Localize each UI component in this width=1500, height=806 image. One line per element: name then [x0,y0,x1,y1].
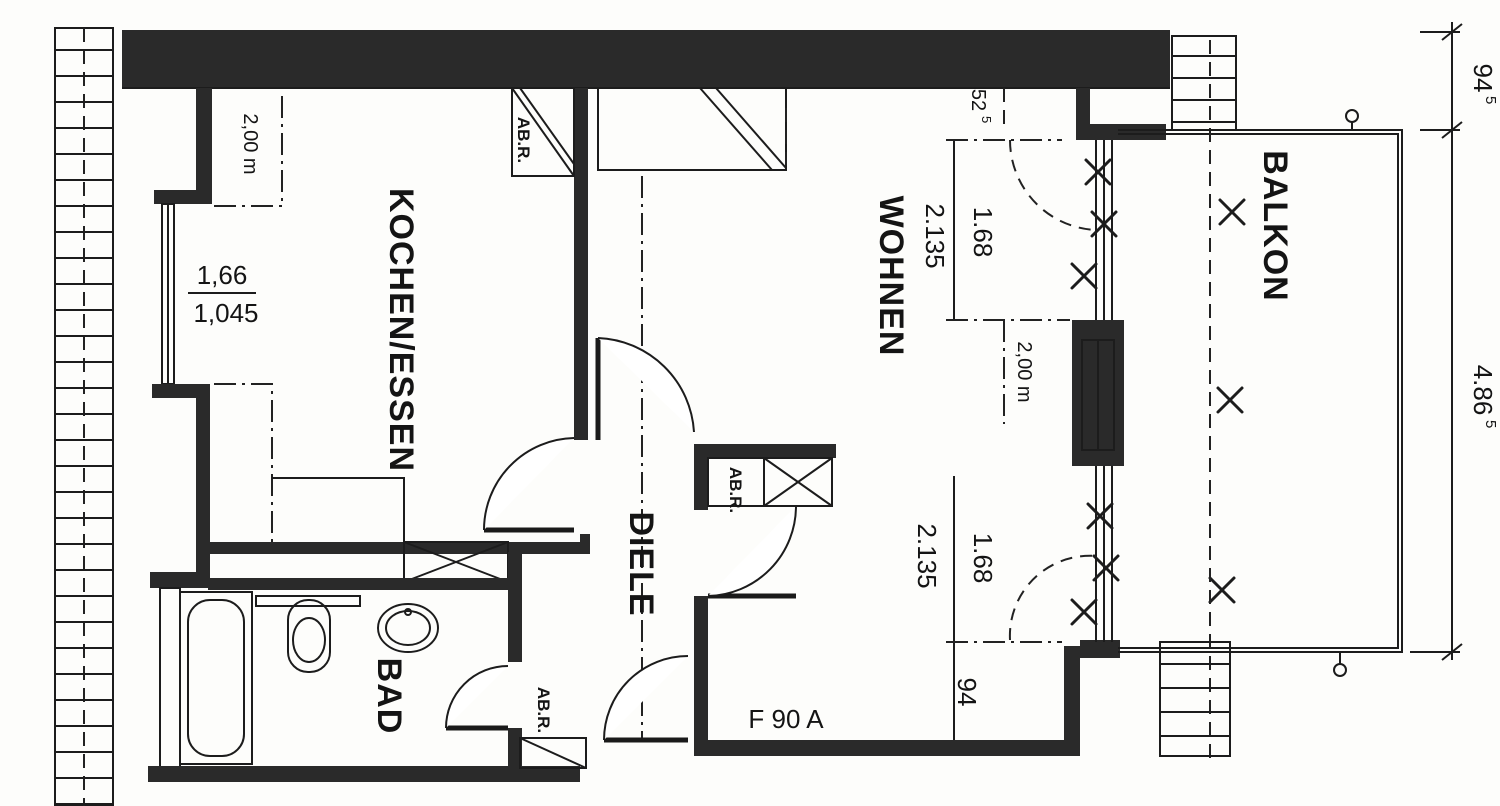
kitchen-height-marks [214,96,405,542]
kitchen-walls [152,88,588,580]
hall-walls [580,444,708,756]
room-label-diele: DIELE [622,511,660,616]
balcony-width-sup: 5 [1482,420,1499,428]
kitchen-window-sill: 1,045 [193,298,258,328]
kitchen-shaft [511,87,575,177]
fire-door-label: F 90 A [748,704,824,734]
x-mark [1084,158,1112,186]
bath-door [445,665,509,731]
living-window-lower-height: 2.135 [912,523,942,588]
x-mark [1216,386,1244,414]
living-window-lower-width: 1.68 [968,533,998,584]
kitchen-window-width: 1,66 [197,260,248,290]
living-door-swings [1008,139,1097,641]
living-room-height: 2,00 m [1013,341,1035,402]
balcony-depth-sup: 5 [1482,96,1499,104]
top-exterior-wall [122,30,1170,88]
window-x-marks [1070,158,1246,626]
x-mark [1208,576,1236,604]
balcony-width-label: 4.86 5 [1468,365,1499,429]
room-label-wohnen: WOHNEN [872,196,910,357]
left-facade-strip [54,27,114,806]
x-mark [1086,502,1114,530]
bathtub [179,591,253,765]
balcony-depth-value: 94 [1468,64,1498,93]
living-dim-lines [946,88,1070,740]
kitchen-room-height: 2,00 m [239,113,261,174]
living-walls [694,88,1166,756]
living-offset-top-value: 52 [967,89,989,111]
toilet [255,595,361,673]
hall-doors [483,337,797,743]
x-mark [1090,210,1118,238]
room-label-bad: BAD [370,658,408,735]
center-shaft-label: AB.R. [726,467,745,513]
balcony-outline [1118,40,1403,760]
bath-shaft [519,737,587,769]
right-facade-strip [1159,35,1237,757]
bath-shaft-label: AB.R. [534,687,553,733]
living-window-lower [1095,466,1113,642]
living-window-upper-height: 2.135 [920,203,950,268]
kitchen-window [167,204,175,384]
bathroom-walls [148,552,580,782]
washbasin [377,603,439,653]
x-mark [1218,198,1246,226]
balcony-width-value: 4.86 [1468,365,1498,416]
room-label-balkon: BALKON [1256,150,1294,301]
balcony-depth-label: 94 5 [1468,64,1499,105]
living-window-upper-width: 1.68 [968,207,998,258]
x-mark [1070,262,1098,290]
wardrobe [597,87,787,171]
x-mark [1070,598,1098,626]
living-offset-top-label: 52 5 [967,89,994,123]
kitchen-shaft-label: AB.R. [514,117,533,163]
room-label-kochen-essen: KOCHEN/ESSEN [382,188,420,472]
x-mark [1092,554,1120,582]
living-offset-bottom: 94 [952,678,982,707]
living-offset-top-sup: 5 [979,116,994,123]
center-shaft [707,444,836,507]
balcony-dim-line [1410,22,1463,661]
